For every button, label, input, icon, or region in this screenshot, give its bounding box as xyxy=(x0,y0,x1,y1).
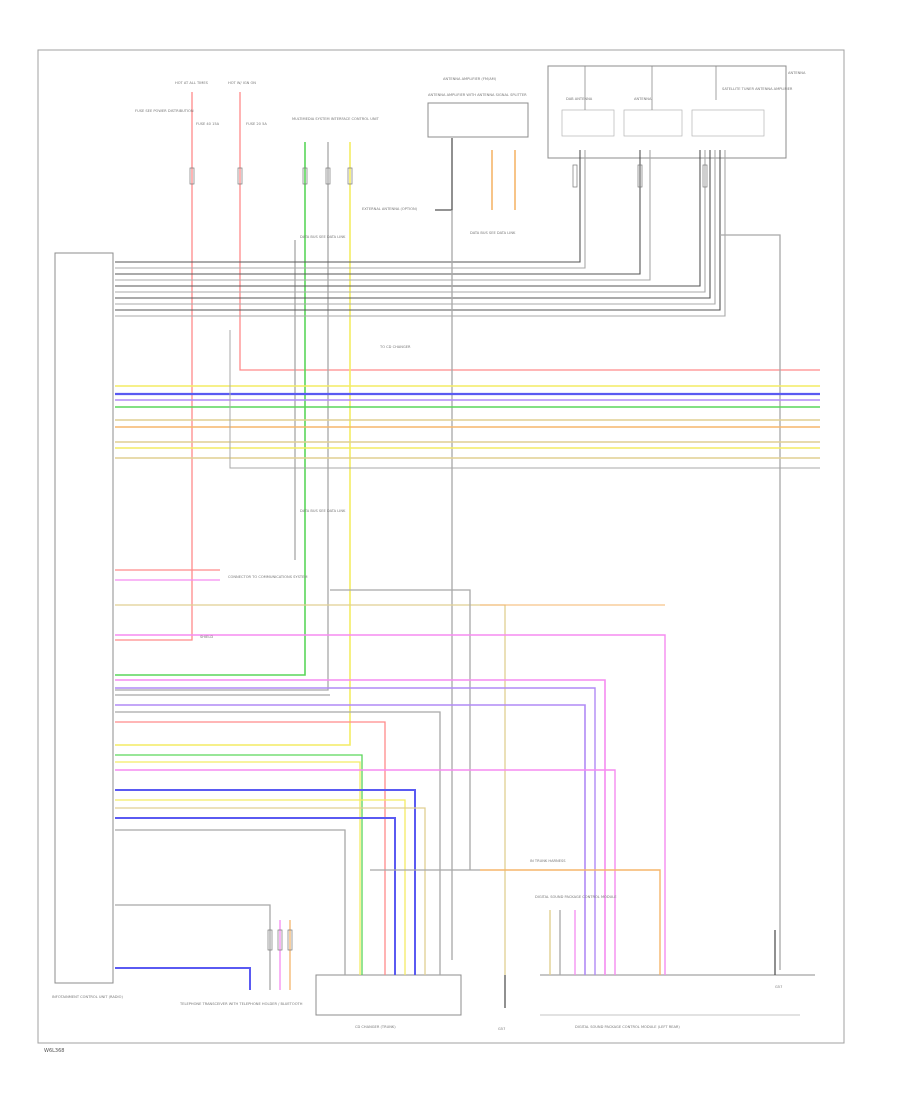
antenna-box xyxy=(547,65,787,159)
connector-3 xyxy=(302,167,308,185)
wire-5 xyxy=(115,142,329,691)
connector-5 xyxy=(347,167,353,185)
wire-41 xyxy=(115,704,586,975)
wire-17 xyxy=(720,234,781,970)
label-left-module: INFOTAINMENT CONTROL UNIT (RADIO) xyxy=(52,995,123,999)
wire-group xyxy=(115,92,820,1008)
wire-7 xyxy=(115,150,581,263)
wire-49 xyxy=(115,807,426,975)
wire-36 xyxy=(115,634,666,975)
wire-31 xyxy=(229,330,820,469)
label-group: HOT AT ALL TIMES HOT W/ IGN ON FUSE SEE … xyxy=(44,71,806,1054)
label-antenna-box-right: SATELLITE TUNER ANTENNA AMPLIFIER xyxy=(722,87,793,91)
wire-3 xyxy=(115,142,306,676)
wire-11 xyxy=(115,150,701,287)
connector-2 xyxy=(237,167,243,185)
label-antenna-amp-desc: ANTENNA AMPLIFIER WITH ANTENNA SIGNAL SP… xyxy=(428,93,527,97)
connector-8 xyxy=(702,164,708,188)
label-bottom-mid-module: CD CHANGER (TRUNK) xyxy=(355,1025,396,1029)
cd-changer-box xyxy=(315,974,462,1016)
label-antenna-box-mid: ANTENNA xyxy=(634,97,652,101)
wire-18 xyxy=(435,138,453,211)
label-top-left-ref-1: HOT AT ALL TIMES xyxy=(175,81,209,85)
connector-4 xyxy=(325,167,331,185)
wire-57 xyxy=(115,967,251,990)
wire-42 xyxy=(115,711,441,975)
wire-50 xyxy=(115,817,396,975)
antenna-inner-left xyxy=(561,109,615,137)
connector-1 xyxy=(189,167,195,185)
label-data-bus-2: DATA BUS SEE DATA LINK xyxy=(300,509,346,513)
connector-11 xyxy=(287,929,293,951)
label-ext-antenna: EXTERNAL ANTENNA (OPTION) xyxy=(362,207,418,211)
label-bottom-left-module: TELEPHONE TRANSCEIVER WITH TELEPHONE HOL… xyxy=(179,1002,303,1006)
footer-code: W6L368 xyxy=(44,1048,64,1054)
label-fuse-2: FUSE 20 5A xyxy=(246,122,267,126)
wire-6 xyxy=(115,142,351,746)
label-multimedia-ref: MULTIMEDIA SYSTEM INTERFACE CONTROL UNIT xyxy=(292,117,380,121)
wire-44 xyxy=(115,754,363,975)
wire-58 xyxy=(115,904,271,990)
label-antenna-amp-ref: ANTENNA AMPLIFIER (FM/AM) xyxy=(443,77,497,81)
wire-2 xyxy=(239,92,820,371)
connector-7 xyxy=(637,164,643,188)
diagram-frame xyxy=(37,49,845,1044)
wire-39 xyxy=(115,687,596,975)
label-cd-changer-ref: TO CD CHANGER xyxy=(379,345,411,349)
connector-10 xyxy=(277,929,283,951)
label-ground-2: G57 xyxy=(775,985,782,989)
label-data-bus-3: DATA BUS SEE DATA LINK xyxy=(470,231,516,235)
label-shield: SHIELD xyxy=(200,635,213,639)
wire-52 xyxy=(480,869,661,975)
wire-16 xyxy=(115,150,726,317)
wire-35 xyxy=(330,589,471,870)
wire-51 xyxy=(115,829,346,975)
label-data-bus-1: DATA BUS SEE DATA LINK xyxy=(300,235,346,239)
wire-14 xyxy=(115,150,716,305)
label-comm-module-ref: CONNECTOR TO COMMUNICATIONS SYSTEM xyxy=(228,575,307,579)
label-bottom-right-module: DIGITAL SOUND PACKAGE CONTROL MODULE (LE… xyxy=(575,1025,680,1029)
label-fuse-1: FUSE 40 15A xyxy=(196,122,220,126)
wire-8 xyxy=(115,150,586,269)
antenna-inner-right xyxy=(691,109,765,137)
antenna-inner-mid xyxy=(623,109,683,137)
label-top-left-ref-2: HOT W/ IGN ON xyxy=(228,81,256,85)
label-antenna-box-title: ANTENNA xyxy=(788,71,806,75)
wire-15 xyxy=(115,150,721,311)
label-top-left-desc: FUSE SEE POWER DISTRIBUTION xyxy=(135,109,194,113)
wire-9 xyxy=(115,150,641,275)
wire-10 xyxy=(115,150,651,281)
wire-38 xyxy=(115,679,606,975)
left-module-box xyxy=(54,252,114,984)
wire-48 xyxy=(115,799,406,975)
wire-12 xyxy=(115,150,706,293)
label-antenna-box-left: DAB ANTENNA xyxy=(566,97,593,101)
wire-13 xyxy=(115,150,711,299)
label-harness: IN TRUNK HARNESS xyxy=(530,859,566,863)
wire-1 xyxy=(115,92,193,641)
wire-45 xyxy=(115,761,361,975)
antenna-amplifier-box xyxy=(427,102,529,138)
connector-group xyxy=(189,164,708,951)
connector-9 xyxy=(267,929,273,951)
label-digital-sound-ref: DIGITAL SOUND PACKAGE CONTROL MODULE xyxy=(535,895,617,899)
connector-6 xyxy=(572,164,578,188)
wire-47 xyxy=(115,789,416,975)
wire-46 xyxy=(115,769,616,975)
wire-43 xyxy=(115,721,386,975)
label-ground-1: G57 xyxy=(498,1027,505,1031)
